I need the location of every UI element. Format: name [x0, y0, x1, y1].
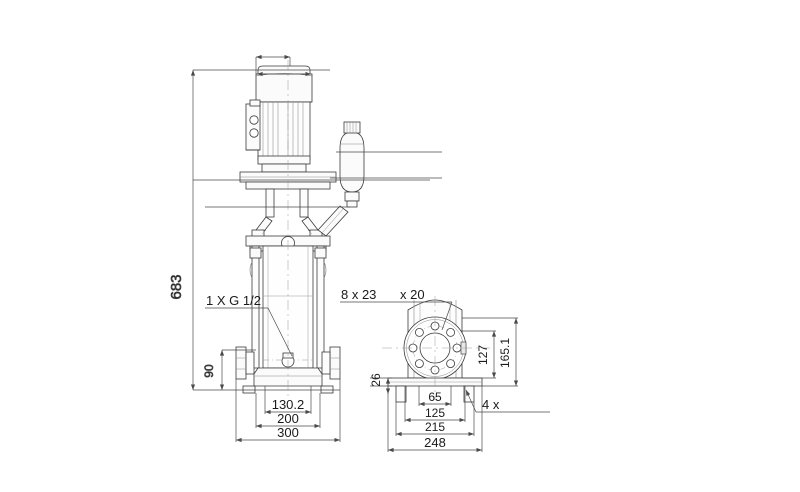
dim-200-group: 200 [255, 393, 321, 429]
dim-165-label: 165.1 [498, 338, 512, 368]
dim-65-label: 65 [428, 390, 442, 404]
pump-side-flanges [235, 346, 341, 380]
dim-165-group: 165.1 [462, 317, 519, 387]
priming-chamber [339, 121, 365, 208]
dim-top-small [255, 54, 291, 74]
dim-port-group: 1 X G 1/2 [205, 293, 293, 357]
dim-300-label: 300 [277, 425, 299, 440]
dim-port-label: 1 X G 1/2 [206, 293, 261, 308]
dim-683-group: 683 [168, 70, 196, 390]
motor-body-fins [257, 101, 311, 173]
dim-130-group: 130.2 [264, 386, 312, 415]
discharge-elbow [317, 205, 349, 237]
dim-300-group: 300 [235, 379, 341, 443]
dim-215-group: 215 [395, 402, 475, 437]
dim-8x23-label: 8 x 23 [341, 287, 376, 302]
dim-90-group: 90 [202, 349, 256, 390]
dim-130-label: 130.2 [272, 397, 305, 412]
motor-terminal-box [245, 99, 261, 151]
dim-215-label: 215 [425, 420, 445, 434]
flange-bolt-circle [403, 316, 467, 380]
dim-4x-group: 4 x [465, 389, 550, 413]
dim-127-group: 127 [462, 330, 497, 379]
dim-90-label: 90 [202, 364, 216, 378]
pump-base [242, 359, 334, 394]
tie-rods [249, 245, 327, 369]
coupling-guard [251, 188, 323, 238]
dim-4x-label: 4 x [482, 397, 500, 412]
motor-top-cap [255, 65, 313, 103]
dimension-layer: 683 90 1 X G 1/2 130.2 200 [168, 54, 550, 453]
dim-683-label: 683 [168, 274, 185, 299]
dim-248-label: 248 [424, 435, 446, 450]
dim-248-group: 248 [387, 386, 483, 453]
dim-bolt-note-group: 8 x 23 x 20 [340, 287, 453, 331]
dim-125-group: 125 [404, 386, 466, 423]
dim-127-label: 127 [476, 345, 490, 365]
dim-125-label: 125 [425, 406, 445, 420]
dim-x20-label: x 20 [400, 287, 425, 302]
dim-65-group: 65 [418, 386, 452, 407]
dim-26-label: 26 [369, 373, 383, 387]
side-elevation-view [382, 296, 490, 403]
dim-200-label: 200 [277, 411, 299, 426]
